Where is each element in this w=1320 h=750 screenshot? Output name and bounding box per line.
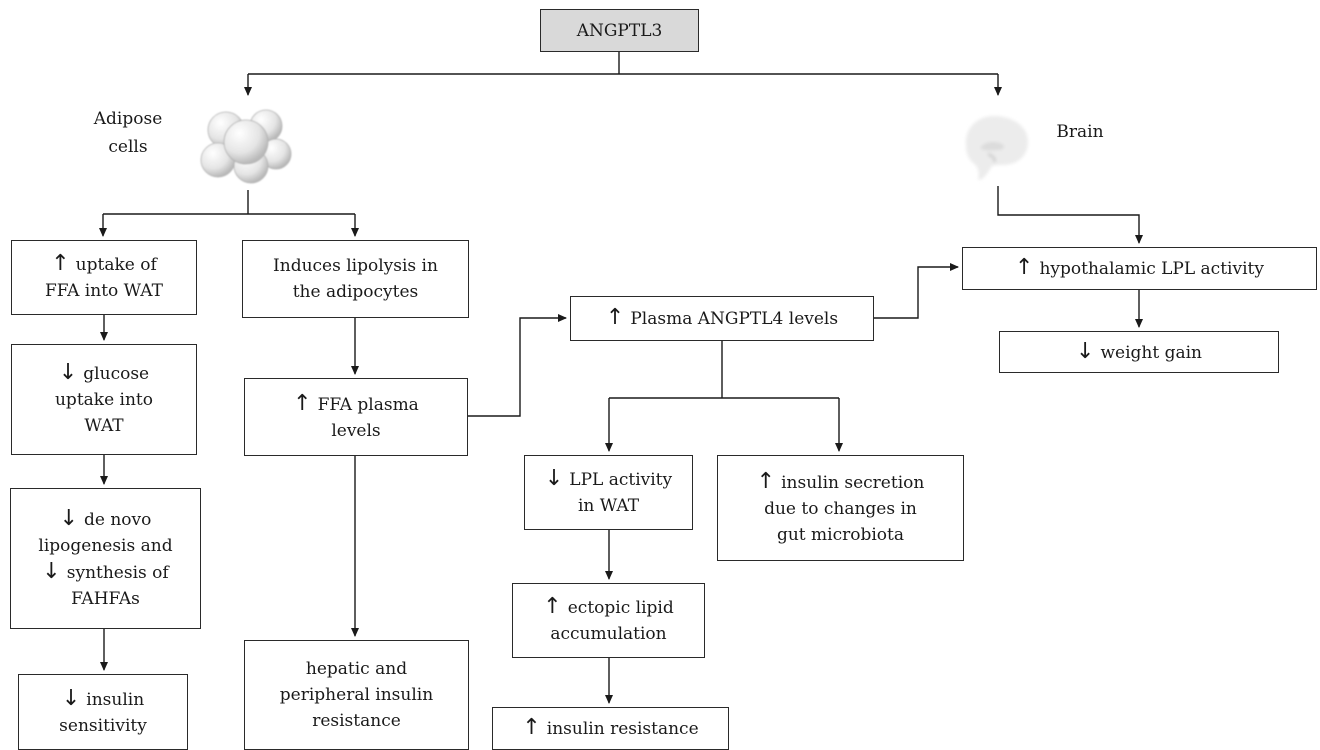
root-node-angptl3: ANGPTL3 [540,9,699,52]
up-arrow-icon: ↑ [293,390,312,416]
down-arrow-icon: ↓ [42,558,61,584]
box-ectopic-lipid: ↑ectopic lipid accumulation [512,583,705,658]
arrow-brain-hypothalamic [997,186,1143,244]
box-weight-gain: ↓weight gain [999,331,1279,373]
box-ffa-plasma: ↑FFA plasma levels [244,378,468,456]
connector-adipose-split [103,190,355,215]
adipose-cells-label: Adipose cells [93,109,163,157]
down-arrow-icon: ↓ [59,505,79,531]
box-insulin-secretion: ↑insulin secretion due to changes in gut… [717,455,964,561]
down-arrow-icon: ↓ [58,360,78,385]
up-arrow-icon: ↑ [756,468,776,494]
root-label: ANGPTL3 [576,20,663,41]
up-arrow-icon: ↑ [605,305,625,330]
box-lpl-activity-wat: ↓LPL activity in WAT [524,455,693,530]
box-lipolysis: Induces lipolysis in the adipocytes [242,240,469,318]
box-glucose-uptake: ↓glucose uptake into WAT [11,344,197,455]
connector-angptl4-split [609,341,839,399]
brain-label: Brain [1056,122,1104,142]
box-plasma-angptl4: ↑Plasma ANGPTL4 levels [570,296,874,341]
down-arrow-icon: ↓ [1076,338,1095,364]
up-arrow-icon: ↑ [543,594,562,619]
down-arrow-icon: ↓ [61,685,81,711]
box-hypothalamic-lpl: ↑hypothalamic LPL activity [962,247,1317,290]
up-arrow-icon: ↑ [522,715,541,740]
box-uptake-ffa: ↑uptake of FFA into WAT [11,240,197,315]
arrow-ffa-angptl4 [468,314,567,417]
brain-icon [965,116,1028,180]
connector-root-split [248,52,998,75]
box-insulin-resistance: ↑insulin resistance [492,707,729,750]
up-arrow-icon: ↑ [1015,255,1034,280]
box-hepatic-resistance: hepatic and peripheral insulin resistanc… [244,640,469,750]
down-arrow-icon: ↓ [544,466,564,491]
adipose-cells-icon [200,109,292,184]
box-insulin-sensitivity: ↓insulin sensitivity [18,674,188,750]
arrow-angptl4-hypothalamic [874,263,959,319]
up-arrow-icon: ↑ [51,251,70,276]
box-de-novo-lipogenesis: ↓de novo lipogenesis and ↓synthesis of F… [10,488,201,629]
